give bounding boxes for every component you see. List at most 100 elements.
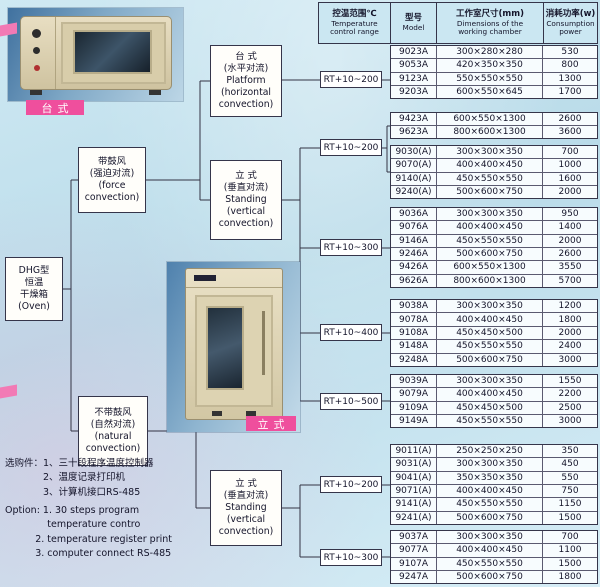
- power-cell: 530: [561, 47, 579, 58]
- model-cell: 9031(A): [391, 458, 437, 471]
- power-cell: 1400: [558, 222, 582, 233]
- dimensions-cell: 300×300×350: [437, 146, 543, 159]
- model-cell: 9246A: [391, 247, 437, 261]
- power-cell: 1600: [558, 173, 582, 184]
- dimensions-cell: 400×400×450: [437, 159, 543, 172]
- power-cell: 2500: [558, 402, 582, 413]
- dimensions-cell: 500×600×750: [437, 511, 543, 524]
- oven-foot: [246, 411, 256, 416]
- model-cell: 9039A: [391, 375, 437, 388]
- table-row: 9031(A)300×300×350 450: [391, 458, 597, 472]
- rt-range-box-3: RT+10~300: [320, 239, 382, 256]
- power-cell: 2000: [558, 235, 582, 246]
- power-cell: 1500: [558, 558, 582, 569]
- rt-range-box-6: RT+10~200: [320, 476, 382, 493]
- standing-oven-window: [206, 306, 244, 390]
- dimensions-cell: 400×400×450: [437, 388, 543, 401]
- model-cell: 9109A: [391, 401, 437, 414]
- flow-box-platform: 台 式 (水平对流) Platform (horizontal convecti…: [210, 45, 282, 117]
- power-cell: 1800: [558, 314, 582, 325]
- dimensions-cell: 450×550×550: [437, 340, 543, 353]
- dimensions-cell: 300×300×350: [437, 208, 543, 221]
- temperature-display-icon: [194, 275, 216, 281]
- power-cell: 1200: [558, 301, 582, 312]
- model-cell: 9247A: [391, 570, 437, 583]
- flow-box-natural-convection: 不带鼓风 (自然对流) (natural convection): [78, 396, 148, 466]
- power-cell: 3600: [558, 127, 582, 137]
- spec-header-table: 控温范围℃ Temperature control range 型号 Model…: [318, 2, 598, 44]
- dimensions-cell: 450×550×550: [437, 557, 543, 570]
- dimensions-cell: 300×300×350: [437, 300, 543, 313]
- header-model-en: Model: [402, 22, 425, 32]
- model-cell: 9423A: [391, 113, 437, 125]
- standing-oven-door: [195, 295, 273, 407]
- desktop-oven-door: [61, 22, 166, 84]
- model-cell: 9041(A): [391, 471, 437, 484]
- dimensions-cell: 420×350×350: [437, 59, 543, 72]
- header-temp-range-en: Temperature control range: [330, 18, 379, 36]
- flow-box-force-convection: 带鼓风 (强迫对流) (force convection): [78, 147, 146, 213]
- model-cell: 9070(A): [391, 159, 437, 172]
- dimensions-cell: 400×400×450: [437, 313, 543, 326]
- power-cell: 1500: [558, 512, 582, 523]
- dimensions-cell: 600×550×1300: [437, 113, 543, 125]
- dimensions-cell: 600×550×645: [437, 85, 543, 98]
- dimensions-cell: 450×550×550: [437, 414, 543, 427]
- power-cell: 700: [561, 147, 579, 158]
- desktop-oven-window: [73, 30, 152, 74]
- power-cell: 2400: [558, 341, 582, 352]
- model-cell: 9023A: [391, 46, 437, 59]
- model-cell: 9037A: [391, 531, 437, 544]
- header-model-zh: 型号: [404, 13, 422, 24]
- dimensions-cell: 450×450×500: [437, 326, 543, 340]
- dimensions-cell: 500×600×750: [437, 247, 543, 261]
- rt-range-box-4: RT+10~400: [320, 324, 382, 341]
- flow-box-oven: DHG型 恒温 干燥箱 (Oven): [5, 257, 63, 321]
- power-cell: 550: [561, 472, 579, 483]
- power-cell: 5700: [558, 275, 582, 286]
- model-cell: 9203A: [391, 85, 437, 98]
- model-cell: 9240(A): [391, 185, 437, 198]
- flow-box-standing-top: 立 式 (垂直对流) Standing (vertical convection…: [210, 160, 282, 240]
- dimensions-cell: 300×300×350: [437, 375, 543, 388]
- model-cell: 9030(A): [391, 146, 437, 159]
- power-cell: 450: [561, 459, 579, 470]
- oven-foot: [212, 411, 222, 416]
- desktop-oven-control-panel: [21, 17, 56, 89]
- model-cell: 9248A: [391, 353, 437, 367]
- model-cell: 9241(A): [391, 511, 437, 524]
- power-cell: 1800: [558, 571, 582, 582]
- model-cell: 9076A: [391, 221, 437, 234]
- header-power-zh: 消耗功率(w): [545, 9, 596, 20]
- power-cell: 2000: [558, 186, 582, 197]
- dimensions-cell: 250×250×250: [437, 445, 543, 458]
- power-cell: 700: [561, 532, 579, 543]
- dimensions-cell: 300×300×350: [437, 458, 543, 471]
- oven-foot: [149, 90, 161, 95]
- power-cell: 1550: [558, 376, 582, 387]
- power-cell: 750: [561, 486, 579, 497]
- power-cell: 1150: [558, 499, 582, 510]
